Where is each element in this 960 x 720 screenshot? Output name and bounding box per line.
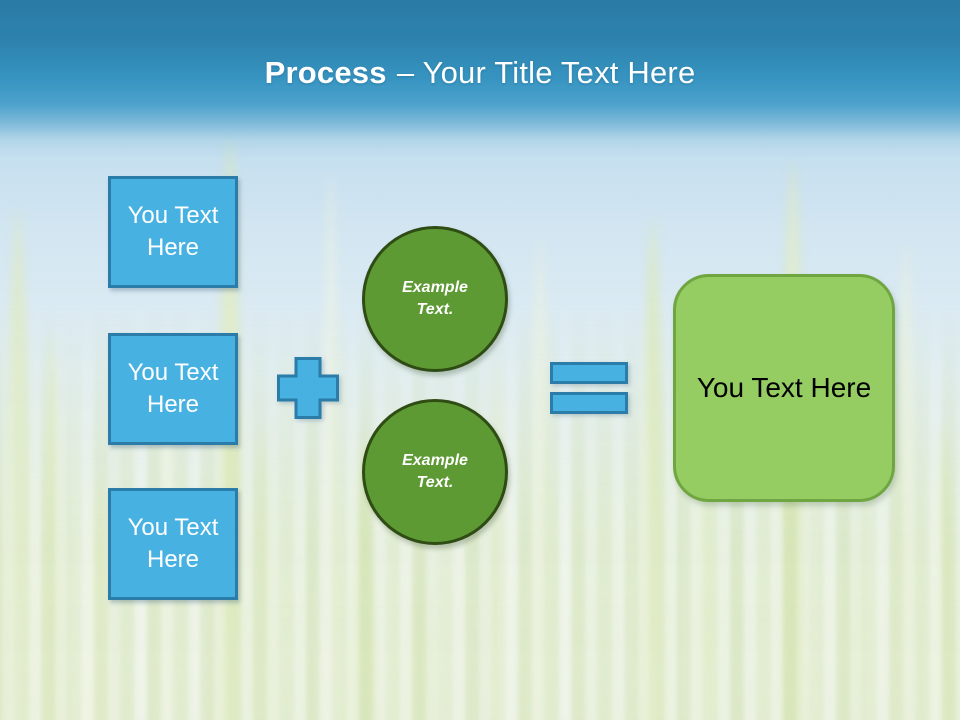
example-circle-2[interactable]: Example Text. <box>362 399 508 545</box>
input-box-label: You Text Here <box>127 514 219 573</box>
input-box-label: You Text Here <box>127 359 219 418</box>
equals-bar-bottom <box>550 392 628 414</box>
example-circle-1[interactable]: Example Text. <box>362 226 508 372</box>
result-box[interactable]: You Text Here <box>673 274 895 502</box>
example-circle-label: Example Text. <box>402 279 468 318</box>
equals-icon[interactable] <box>550 362 628 414</box>
input-box-3[interactable]: You Text Here <box>108 488 238 600</box>
input-box-1[interactable]: You Text Here <box>108 176 238 288</box>
result-box-label: You Text Here <box>696 372 872 403</box>
input-box-label: You Text Here <box>127 202 219 261</box>
plus-icon[interactable] <box>277 357 339 419</box>
slide-title[interactable]: Process – Your Title Text Here <box>0 53 960 93</box>
example-circle-label: Example Text. <box>402 452 468 491</box>
title-bold-text: Process <box>264 55 387 90</box>
title-regular-text: – Your Title Text Here <box>396 55 696 90</box>
input-box-2[interactable]: You Text Here <box>108 333 238 445</box>
equals-bar-top <box>550 362 628 384</box>
